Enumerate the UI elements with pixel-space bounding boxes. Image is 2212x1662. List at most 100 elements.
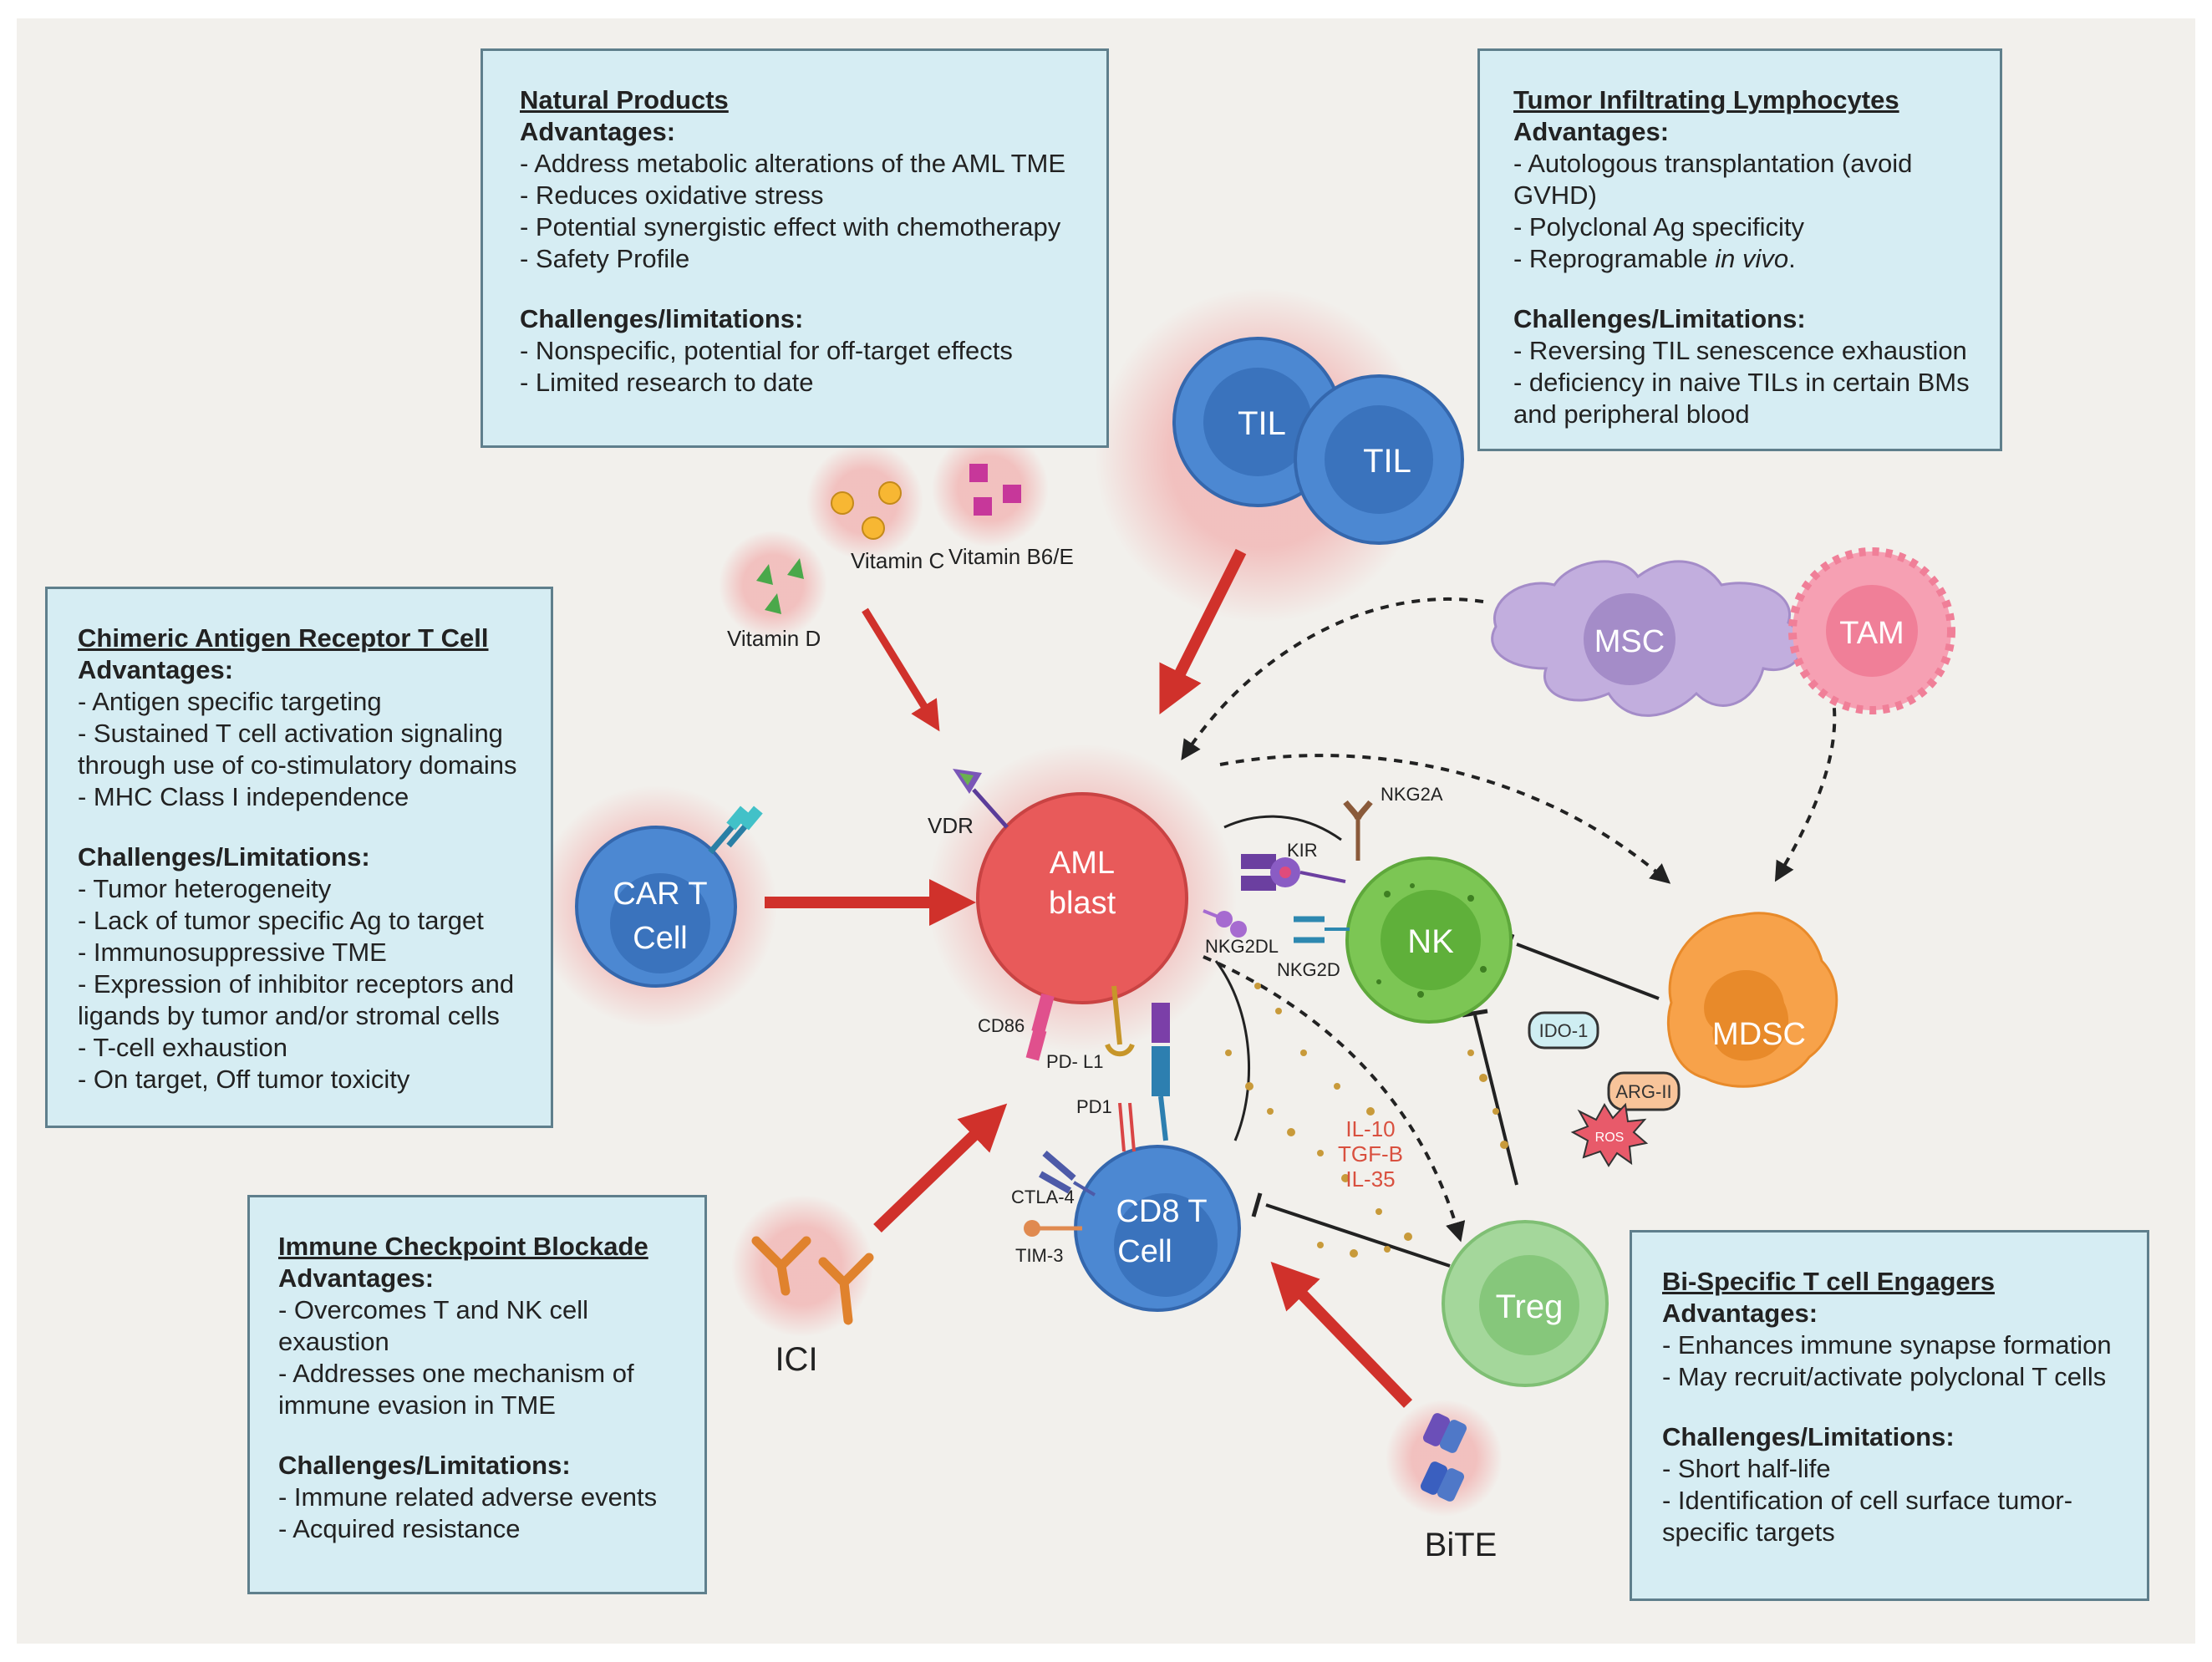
- bite-arrow: [1270, 1261, 1413, 1408]
- cd8-label-line2: Cell: [1117, 1234, 1172, 1269]
- bite-box-title: Bi-Specific T cell Engagers: [1662, 1267, 1995, 1296]
- car-t-box-title: Chimeric Antigen Receptor T Cell: [78, 623, 489, 653]
- treg-nucleus: [1479, 1255, 1579, 1355]
- ctla4-label: CTLA-4: [1011, 1187, 1075, 1207]
- til-b-label: TIL: [1363, 443, 1411, 480]
- car-t-chal-head: Challenges/Limitations:: [78, 842, 370, 872]
- tcr-receptor-icon: [1152, 1003, 1170, 1141]
- car-t-adv-item: - Antigen specific targeting: [78, 687, 382, 716]
- bite-label: BiTE: [1425, 1527, 1498, 1563]
- mdsc-inhibits-nk: [1516, 943, 1660, 1000]
- bite-glow: [1386, 1400, 1503, 1517]
- nkg2dl-receptor-icon: [1203, 909, 1247, 938]
- aml-to-mdsc-arrow: [1219, 754, 1671, 884]
- nkg2d-receptor-icon: [1294, 916, 1350, 943]
- icb-chal-item: - Immune related adverse events: [278, 1482, 658, 1512]
- til-adv-item: - Autologous transplantation (avoid GVHD…: [1513, 149, 1913, 210]
- mdsc-label: MDSC: [1712, 1017, 1806, 1052]
- ici-glow: [731, 1195, 873, 1337]
- natural-products-chal-item: - Limited research to date: [520, 368, 814, 397]
- natural-products-chal-head: Challenges/limitations:: [520, 304, 804, 333]
- aml-label-line2: blast: [1049, 886, 1116, 921]
- ici-label: ICI: [775, 1341, 817, 1378]
- car-t-chal-item: - On target, Off tumor toxicity: [78, 1065, 410, 1094]
- car-t-chal-item: - Lack of tumor specific Ag to target: [78, 906, 484, 935]
- icb-adv-head: Advantages:: [278, 1263, 435, 1293]
- tam-label: TAM: [1839, 616, 1904, 651]
- cytokine-dots: [1225, 983, 1508, 1258]
- nk-granules: [1376, 883, 1487, 998]
- ros-burst-icon: [1570, 1102, 1649, 1167]
- icb-chal-head: Challenges/Limitations:: [278, 1451, 571, 1480]
- natural-products-adv-head: Advantages:: [520, 117, 676, 146]
- cd8-nucleus: [1114, 1193, 1218, 1297]
- treg-label: Treg: [1496, 1288, 1564, 1325]
- nkg2a-receptor-icon: [1343, 800, 1373, 861]
- vdr-receptor-icon: [953, 769, 1009, 829]
- pd-l1-label: PD- L1: [1046, 1051, 1103, 1072]
- aml-to-cd8-inhibition-arc: [1214, 960, 1250, 1141]
- ici-arrow: [873, 1103, 1008, 1233]
- tam-nucleus: [1826, 585, 1918, 677]
- il35-label: IL-35: [1345, 1166, 1395, 1192]
- nk-label: NK: [1407, 923, 1454, 960]
- car-t-box: Chimeric Antigen Receptor T Cell Advanta…: [45, 587, 553, 1128]
- mdsc-nucleus: [1704, 970, 1789, 1061]
- aml-label-line1: AML: [1050, 846, 1115, 881]
- aml-blast-cell: [976, 792, 1188, 1004]
- natural-products-chal-item: - Nonspecific, potential for off-target …: [520, 336, 1013, 365]
- natural-products-adv-item: - Address metabolic alterations of the A…: [520, 149, 1066, 178]
- bite-chal-item: - Short half-life: [1662, 1454, 1831, 1483]
- til-adv-head: Advantages:: [1513, 117, 1670, 146]
- til-adv-item: - Reprogramable in vivo.: [1513, 244, 1796, 273]
- kir-inhibition-arc: [1223, 815, 1342, 841]
- pd1-label: PD1: [1076, 1096, 1112, 1117]
- icb-adv-item: - Addresses one mechanism of immune evas…: [278, 1359, 634, 1420]
- kir-label: KIR: [1287, 840, 1318, 861]
- til-box-title: Tumor Infiltrating Lymphocytes: [1513, 85, 1899, 114]
- vitamin-d-label: Vitamin D: [727, 626, 821, 651]
- til-chal-item: - deficiency in naive TILs in certain BM…: [1513, 368, 1970, 429]
- aml-to-treg-arrow: [1203, 955, 1466, 1243]
- msc-to-aml-arrow: [1181, 597, 1484, 760]
- kir-receptor-icon: [1241, 854, 1346, 891]
- natural-products-adv-item: - Potential synergistic effect with chem…: [520, 212, 1061, 241]
- tim3-label: TIM-3: [1015, 1245, 1063, 1266]
- arg2-badge: [1607, 1071, 1681, 1111]
- car-t-label-line1: CAR T: [613, 877, 707, 912]
- natural-products-title: Natural Products: [520, 85, 729, 114]
- til-cell-a-nucleus: [1203, 368, 1312, 476]
- bite-chal-head: Challenges/Limitations:: [1662, 1422, 1955, 1451]
- icb-chal-item: - Acquired resistance: [278, 1514, 521, 1543]
- icb-box-title: Immune Checkpoint Blockade: [278, 1232, 648, 1261]
- vitamin-c-label: Vitamin C: [851, 548, 944, 573]
- vitamin-b6e-label: Vitamin B6/E: [948, 544, 1074, 569]
- bite-box: Bi-Specific T cell Engagers Advantages: …: [1630, 1230, 2149, 1601]
- til-adv-item: - Polyclonal Ag specificity: [1513, 212, 1805, 241]
- tgfb-label: TGF-B: [1338, 1141, 1403, 1166]
- nkg2dl-label: NKG2DL: [1205, 936, 1279, 957]
- vitamin-c-glow: [806, 443, 923, 560]
- nkg2a-label: NKG2A: [1381, 784, 1443, 805]
- pd-l1-receptor-icon: [1105, 985, 1135, 1057]
- natural-products-adv-item: - Safety Profile: [520, 244, 690, 273]
- car-t-label-line2: Cell: [633, 921, 687, 956]
- bite-chal-item: - Identification of cell surface tumor-s…: [1662, 1486, 2073, 1547]
- il10-label: IL-10: [1345, 1116, 1395, 1141]
- treg-inhibits-cd8-bar: [1251, 1192, 1263, 1217]
- ido1-label: IDO-1: [1539, 1020, 1589, 1041]
- ctla4-receptor-icon: [1039, 1150, 1096, 1197]
- til-cell-b-nucleus: [1325, 405, 1433, 514]
- bite-adv-item: - May recruit/activate polyclonal T cell…: [1662, 1362, 2107, 1391]
- vitamin-d-icon: [756, 558, 804, 614]
- vdr-label: VDR: [928, 813, 974, 838]
- til-a-label: TIL: [1238, 405, 1286, 442]
- car-t-nucleus: [610, 873, 710, 973]
- car-receptor-icon: [708, 806, 763, 855]
- car-t-chal-item: - T-cell exhaustion: [78, 1033, 287, 1062]
- car-t-adv-head: Advantages:: [78, 655, 234, 684]
- bite-molecule-icon: [1420, 1413, 1467, 1502]
- car-t-chal-item: - Tumor heterogeneity: [78, 874, 332, 903]
- cd86-label: CD86: [978, 1015, 1025, 1036]
